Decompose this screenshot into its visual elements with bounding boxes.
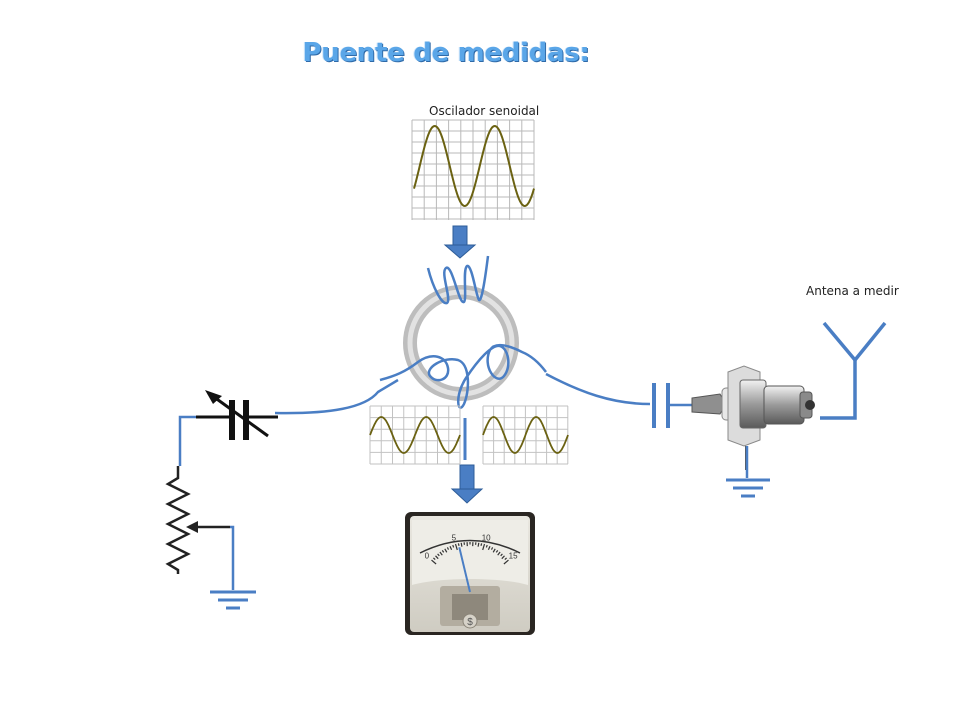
oscillator-label: Oscilador senoidal bbox=[429, 104, 540, 118]
ground-icon bbox=[726, 478, 770, 498]
bnc-connector-icon bbox=[691, 365, 815, 470]
down-arrow-icon bbox=[450, 464, 484, 504]
potentiometer-icon bbox=[165, 466, 230, 574]
oscillator-graph bbox=[410, 118, 536, 222]
meter-scale-label: 10 bbox=[482, 533, 491, 542]
toroid-transformer bbox=[379, 255, 547, 460]
waveform-graph-left bbox=[369, 405, 461, 465]
meter-scale-label: 5 bbox=[452, 533, 457, 542]
ground-icon bbox=[210, 590, 256, 610]
analog-meter: 0 5 10 15 $ bbox=[405, 512, 535, 635]
variable-capacitor-icon bbox=[196, 390, 278, 440]
meter-scale-label: 15 bbox=[509, 551, 518, 560]
antenna-icon bbox=[820, 321, 887, 420]
page-title: Puente de medidas: bbox=[302, 38, 590, 68]
waveform-graph-right bbox=[482, 405, 569, 465]
antenna-label: Antena a medir bbox=[806, 284, 899, 298]
down-arrow-icon bbox=[443, 225, 477, 259]
meter-scale-label: 0 bbox=[425, 551, 430, 560]
svg-text:$: $ bbox=[467, 617, 473, 628]
